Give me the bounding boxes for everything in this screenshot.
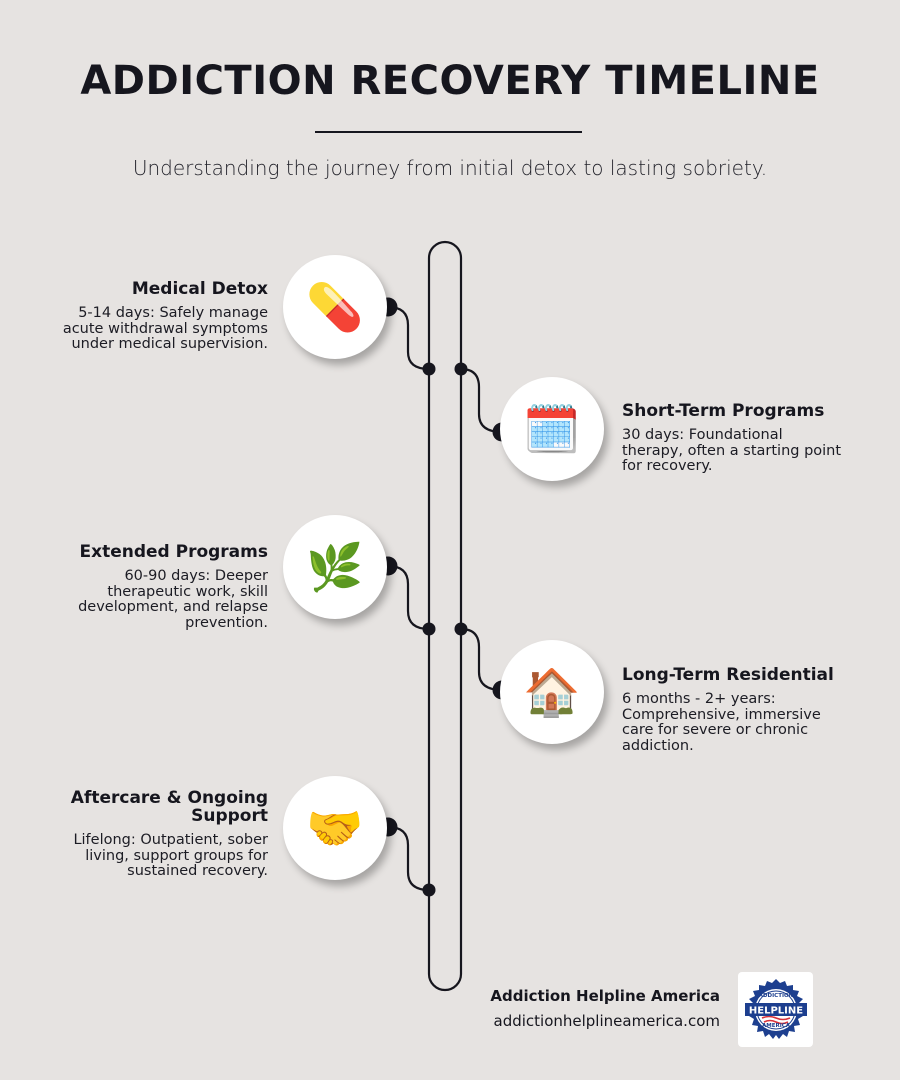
stage-title: Extended Programs [79, 542, 268, 562]
stage-medical-detox: Medical Detox 5-14 days: Safely manage a… [38, 280, 268, 353]
helpline-logo: HELPLINE ADDICTION AMERICA [738, 972, 813, 1047]
svg-text:AMERICA: AMERICA [761, 1023, 790, 1029]
website-link[interactable]: addictionhelplineamerica.com [493, 1012, 721, 1030]
svg-text:HELPLINE: HELPLINE [748, 1005, 802, 1016]
calendar-icon: 🗓️ [500, 377, 604, 481]
title-divider [315, 131, 582, 133]
house-icon: 🏠 [500, 640, 604, 744]
herb-icon: 🌿 [283, 515, 387, 619]
page-subtitle: Understanding the journey from initial d… [132, 156, 768, 180]
handshake-icon: 🤝 [283, 776, 387, 880]
stage-description: 6 months - 2+ years: Comprehensive, imme… [622, 691, 821, 754]
timeline-node [422, 362, 436, 376]
stage-extended-programs: Extended Programs 60-90 days: Deeper the… [38, 543, 268, 631]
stage-description: 5-14 days: Safely manage acute withdrawa… [62, 305, 268, 352]
pill-icon: 💊 [283, 255, 387, 359]
stage-title: Medical Detox [131, 279, 268, 299]
svg-text:ADDICTION: ADDICTION [758, 993, 793, 999]
stage-description: 60-90 days: Deeper therapeutic work, ski… [78, 568, 268, 631]
stage-description: Lifelong: Outpatient, sober living, supp… [73, 832, 268, 879]
stage-long-term-residential: Long-Term Residential 6 months - 2+ year… [622, 666, 847, 754]
organization-name: Addiction Helpline America [490, 987, 720, 1005]
stage-aftercare: Aftercare & Ongoing Support Lifelong: Ou… [38, 789, 268, 880]
connector-short-term [460, 367, 503, 434]
page-title: ADDICTION RECOVERY TIMELINE [80, 58, 820, 104]
stage-title: Long-Term Residential [622, 665, 834, 685]
stage-short-term-programs: Short-Term Programs 30 days: Foundationa… [622, 402, 847, 475]
stage-title: Short-Term Programs [622, 401, 825, 421]
connector-aftercare [387, 825, 430, 892]
stage-title: Aftercare & Ongoing Support [70, 788, 268, 826]
connector-extended [387, 564, 430, 631]
connector-medical-detox [387, 305, 430, 371]
timeline-loop [427, 240, 463, 992]
connector-long-term [460, 627, 503, 692]
stage-description: 30 days: Foundational therapy, often a s… [622, 427, 842, 474]
timeline-node [422, 622, 436, 636]
timeline-node [454, 622, 468, 636]
timeline-node [454, 362, 468, 376]
timeline-node [422, 883, 436, 897]
helpline-seal-icon: HELPLINE ADDICTION AMERICA [744, 978, 807, 1039]
